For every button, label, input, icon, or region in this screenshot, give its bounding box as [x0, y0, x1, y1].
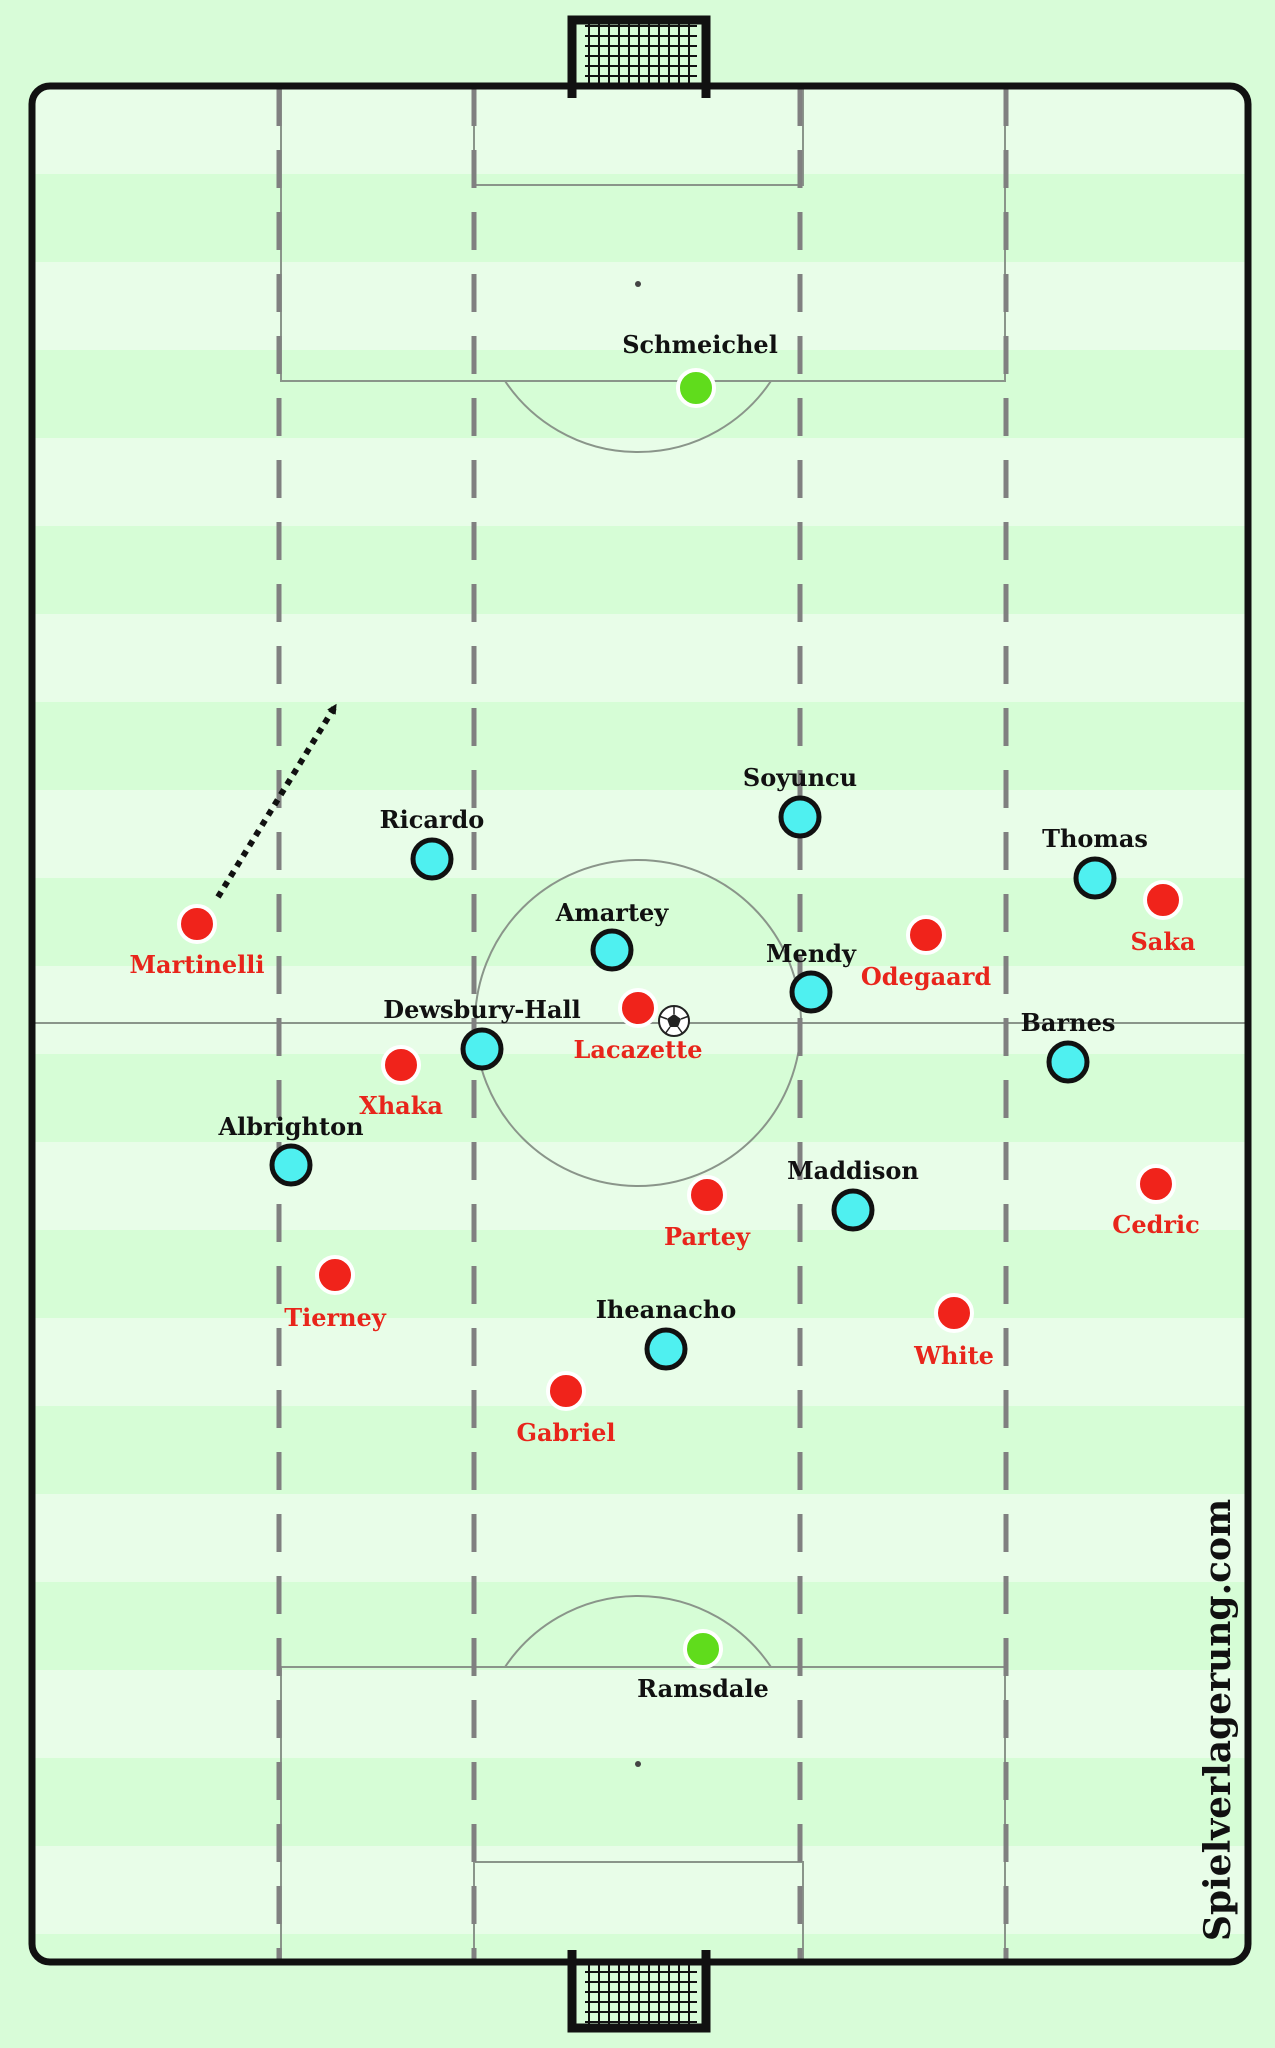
player-label: Lacazette — [574, 1035, 703, 1064]
watermark-text: Spielverlagerung.com — [1197, 1499, 1239, 1941]
player-label: Schmeichel — [622, 330, 778, 359]
cyan-player-marker — [789, 970, 833, 1014]
red-player-marker — [546, 1371, 586, 1411]
player-label: Amartey — [555, 898, 670, 927]
bottom-penalty-arc — [504, 1594, 772, 1668]
player-maddison: Maddison — [787, 1156, 919, 1232]
red-player-marker — [687, 1175, 727, 1215]
pitch-stripe — [32, 526, 1248, 614]
player-amartey: Amartey — [555, 898, 670, 972]
player-gabriel: Gabriel — [517, 1371, 616, 1447]
pitch-stripe — [32, 614, 1248, 702]
cyan-player-marker — [460, 1027, 504, 1071]
player-label: Maddison — [787, 1156, 919, 1185]
bottom-penalty-spot — [635, 1761, 641, 1767]
pitch-stripe — [32, 1670, 1248, 1758]
red-player-marker — [177, 904, 217, 944]
pitch-stripe — [32, 790, 1248, 878]
pitch-stripe — [32, 702, 1248, 790]
player-label: Iheanacho — [596, 1295, 737, 1324]
cyan-player-marker — [1046, 1040, 1090, 1084]
player-label: Saka — [1130, 927, 1195, 956]
player-white: White — [913, 1293, 994, 1370]
pitch-stripe — [32, 1230, 1248, 1318]
green-player-marker — [683, 1629, 723, 1669]
red-player-marker — [1136, 1164, 1176, 1204]
pitch-stripe — [32, 1758, 1248, 1846]
pitch-stripes — [32, 86, 1248, 1962]
pitch-stripe — [32, 1406, 1248, 1494]
top-penalty-spot — [635, 281, 641, 287]
lane-lines — [276, 88, 1009, 1960]
cyan-player-marker — [410, 837, 454, 881]
player-cedric: Cedric — [1112, 1164, 1200, 1239]
player-saka: Saka — [1130, 880, 1196, 956]
red-player-marker — [315, 1255, 355, 1295]
player-ricardo: Ricardo — [380, 805, 485, 881]
red-player-marker — [906, 915, 946, 955]
player-tierney: Tierney — [284, 1255, 387, 1332]
cyan-player-marker — [590, 928, 634, 972]
player-albrighton: Albrighton — [217, 1112, 364, 1187]
player-label: Soyuncu — [743, 763, 857, 792]
player-label: White — [913, 1341, 994, 1370]
pitch-stripe — [32, 86, 1248, 174]
player-label: Partey — [664, 1222, 751, 1251]
player-barnes: Barnes — [1021, 1008, 1116, 1084]
pitch-stripe — [32, 174, 1248, 262]
bottom-goal — [567, 1950, 711, 2033]
player-label: Ricardo — [380, 805, 485, 834]
cyan-player-marker — [778, 795, 822, 839]
player-odegaard: Odegaard — [861, 915, 991, 991]
player-label: Thomas — [1042, 824, 1148, 853]
pitch-stripe — [32, 1494, 1248, 1582]
cyan-player-marker — [644, 1327, 688, 1371]
football-icon — [658, 1005, 690, 1037]
player-dewsbury-hall: Dewsbury-Hall — [383, 995, 581, 1071]
green-player-marker — [676, 368, 716, 408]
player-iheanacho: Iheanacho — [596, 1295, 737, 1371]
player-partey: Partey — [664, 1175, 751, 1251]
player-ramsdale: Ramsdale — [637, 1629, 769, 1703]
red-player-marker — [618, 988, 658, 1028]
player-label: Albrighton — [217, 1112, 363, 1141]
top-penalty-arc — [504, 380, 772, 454]
player-martinelli: Martinelli — [129, 904, 265, 979]
player-label: Dewsbury-Hall — [383, 995, 581, 1024]
player-label: Mendy — [766, 939, 857, 968]
pitch-stripe — [32, 1934, 1248, 1962]
player-label: Cedric — [1112, 1210, 1200, 1239]
red-player-marker — [934, 1293, 974, 1333]
cyan-player-marker — [1073, 856, 1117, 900]
red-player-marker — [381, 1045, 421, 1085]
player-label: Barnes — [1021, 1008, 1116, 1037]
player-mendy: Mendy — [766, 939, 857, 1014]
player-soyuncu: Soyuncu — [743, 763, 857, 839]
player-thomas: Thomas — [1042, 824, 1148, 900]
player-xhaka: Xhaka — [359, 1045, 443, 1120]
player-label: Gabriel — [517, 1418, 616, 1447]
pitch-stripe — [32, 878, 1248, 966]
player-label: Ramsdale — [637, 1674, 769, 1703]
player-label: Tierney — [284, 1303, 387, 1332]
player-lacazette: Lacazette — [574, 988, 703, 1064]
dotted-arrow-icon — [215, 703, 337, 899]
pitch-stripe — [32, 262, 1248, 350]
player-schmeichel: Schmeichel — [622, 330, 778, 408]
cyan-player-marker — [831, 1188, 875, 1232]
cyan-player-marker — [269, 1143, 313, 1187]
pitch-stripe — [32, 1054, 1248, 1142]
red-player-marker — [1143, 880, 1183, 920]
pitch-stripe — [32, 1846, 1248, 1934]
top-goal — [567, 15, 711, 98]
pitch-stripe — [32, 1318, 1248, 1406]
pitch-stripe — [32, 350, 1248, 438]
player-label: Odegaard — [861, 962, 991, 991]
player-label: Xhaka — [359, 1091, 443, 1120]
player-label: Martinelli — [129, 950, 264, 979]
